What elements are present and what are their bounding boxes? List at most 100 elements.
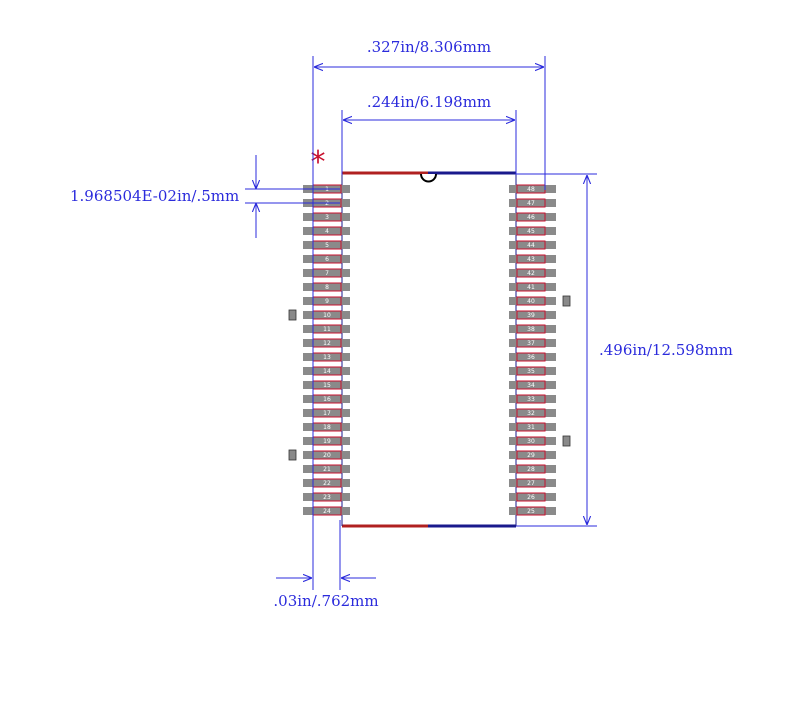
pin-number: 5 bbox=[325, 242, 329, 249]
pad: 34 bbox=[509, 380, 556, 390]
pad: 15 bbox=[303, 380, 350, 390]
pin-number: 6 bbox=[325, 256, 329, 263]
pin-number: 11 bbox=[323, 326, 331, 333]
pin-number: 46 bbox=[527, 214, 535, 221]
pad: 37 bbox=[509, 338, 556, 348]
dimension-body-width bbox=[341, 110, 517, 175]
pin-number: 31 bbox=[527, 424, 535, 431]
pad: 21 bbox=[303, 464, 350, 474]
dimension-overall-width-label: .327in/8.306mm bbox=[367, 38, 491, 56]
pad: 43 bbox=[509, 254, 556, 264]
right-pad-row: 48 47 46 45 44 43 42 41 40 39 38 37 36 35 34 33 32 31 30 29… bbox=[509, 184, 556, 516]
pin-number: 34 bbox=[527, 382, 535, 389]
pad: 45 bbox=[509, 226, 556, 236]
dimension-pad-length bbox=[276, 520, 376, 590]
pin-number: 14 bbox=[323, 368, 331, 375]
pin-number: 25 bbox=[527, 508, 535, 515]
pin-number: 33 bbox=[527, 396, 535, 403]
pin-number: 17 bbox=[323, 410, 331, 417]
pin-number: 38 bbox=[527, 326, 535, 333]
pad: 39 bbox=[509, 310, 556, 320]
pin-number: 1 bbox=[325, 186, 329, 193]
pin-number: 43 bbox=[527, 256, 535, 263]
pad: 8 bbox=[303, 282, 350, 292]
pad: 3 bbox=[303, 212, 350, 222]
pad: 32 bbox=[509, 408, 556, 418]
pad: 18 bbox=[303, 422, 350, 432]
pad: 27 bbox=[509, 478, 556, 488]
pad: 4 bbox=[303, 226, 350, 236]
pad: 7 bbox=[303, 268, 350, 278]
package-body bbox=[341, 171, 517, 528]
dimension-height-label: .496in/12.598mm bbox=[599, 341, 733, 359]
pad: 31 bbox=[509, 422, 556, 432]
pin-number: 24 bbox=[323, 508, 331, 515]
pad: 30 bbox=[509, 436, 556, 446]
pin-number: 4 bbox=[325, 228, 329, 235]
pad: 42 bbox=[509, 268, 556, 278]
pad: 35 bbox=[509, 366, 556, 376]
pin-number: 44 bbox=[527, 242, 535, 249]
dimension-pad-length-label: .03in/.762mm bbox=[273, 592, 378, 610]
pad: 47 bbox=[509, 198, 556, 208]
fiducial-marker bbox=[288, 309, 297, 321]
pin-number: 18 bbox=[323, 424, 331, 431]
pin-number: 32 bbox=[527, 410, 535, 417]
pin-number: 45 bbox=[527, 228, 535, 235]
pin-number: 20 bbox=[323, 452, 331, 459]
pin-number: 35 bbox=[527, 368, 535, 375]
dimension-pitch-label: 1.968504E-02in/.5mm bbox=[70, 187, 239, 205]
pin-number: 39 bbox=[527, 312, 535, 319]
pad: 19 bbox=[303, 436, 350, 446]
pad: 48 bbox=[509, 184, 556, 194]
pad: 11 bbox=[303, 324, 350, 334]
pin-number: 42 bbox=[527, 270, 535, 277]
pin-number: 13 bbox=[323, 354, 331, 361]
pin-number: 26 bbox=[527, 494, 535, 501]
fiducial-marker bbox=[562, 295, 571, 307]
pin-number: 7 bbox=[325, 270, 329, 277]
pad: 41 bbox=[509, 282, 556, 292]
pad: 25 bbox=[509, 506, 556, 516]
pad: 29 bbox=[509, 450, 556, 460]
pin-number: 48 bbox=[527, 186, 535, 193]
pad: 33 bbox=[509, 394, 556, 404]
pin-number: 16 bbox=[323, 396, 331, 403]
pad: 26 bbox=[509, 492, 556, 502]
pin-number: 37 bbox=[527, 340, 535, 347]
pad: 10 bbox=[303, 310, 350, 320]
dimension-height bbox=[516, 173, 597, 527]
pin-number: 36 bbox=[527, 354, 535, 361]
pad: 20 bbox=[303, 450, 350, 460]
pin-number: 29 bbox=[527, 452, 535, 459]
pad: 44 bbox=[509, 240, 556, 250]
pin-number: 8 bbox=[325, 284, 329, 291]
pin-number: 30 bbox=[527, 438, 535, 445]
pad: 46 bbox=[509, 212, 556, 222]
pin-number: 41 bbox=[527, 284, 535, 291]
pin-number: 23 bbox=[323, 494, 331, 501]
pin-number: 12 bbox=[323, 340, 331, 347]
pad: 6 bbox=[303, 254, 350, 264]
pad: 36 bbox=[509, 352, 556, 362]
pin-number: 47 bbox=[527, 200, 535, 207]
pin-number: 40 bbox=[527, 298, 535, 305]
pin-number: 21 bbox=[323, 466, 331, 473]
pad: 23 bbox=[303, 492, 350, 502]
pin1-notch bbox=[420, 173, 437, 183]
pin-number: 22 bbox=[323, 480, 331, 487]
pad: 14 bbox=[303, 366, 350, 376]
pin-number: 9 bbox=[325, 298, 329, 305]
pad: 5 bbox=[303, 240, 350, 250]
pin-number: 19 bbox=[323, 438, 331, 445]
pin-number: 28 bbox=[527, 466, 535, 473]
pad: 12 bbox=[303, 338, 350, 348]
fiducial-marker bbox=[562, 435, 571, 447]
pad: 9 bbox=[303, 296, 350, 306]
pad: 13 bbox=[303, 352, 350, 362]
dimension-overall-width bbox=[312, 56, 546, 590]
pin-number: 3 bbox=[325, 214, 329, 221]
pad: 16 bbox=[303, 394, 350, 404]
